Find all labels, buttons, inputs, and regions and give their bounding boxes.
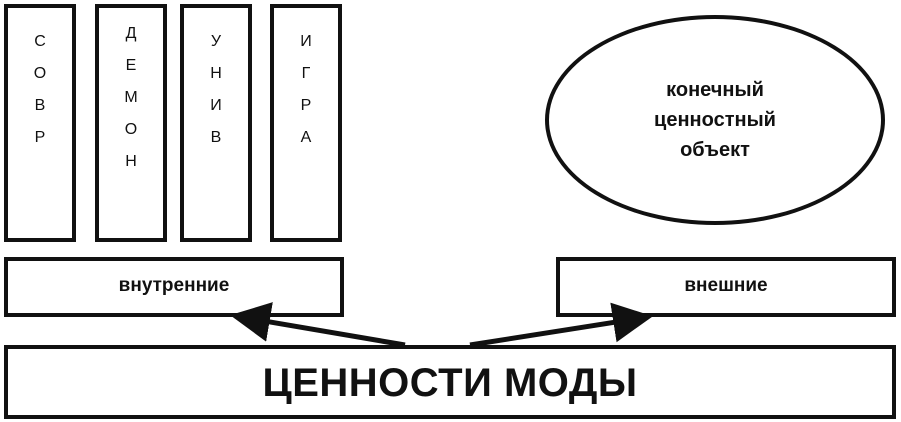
column-letter: И	[210, 97, 222, 114]
fashion-values-box: ЦЕННОСТИ МОДЫ	[4, 345, 896, 419]
column-demon: Д Е М О Н	[95, 4, 167, 242]
column-letter: В	[210, 129, 222, 146]
column-letter: Г	[301, 65, 311, 82]
external-box: внешние	[556, 257, 896, 317]
column-letter: В	[34, 97, 46, 114]
column-letter: М	[124, 89, 138, 106]
arrow-to-external	[469, 302, 653, 348]
column-letter: Е	[125, 57, 137, 74]
column-letter: С	[34, 33, 46, 50]
column-letter: Н	[125, 153, 137, 170]
internal-box-label: внутренние	[118, 275, 230, 296]
column-letter: У	[210, 33, 222, 50]
final-value-object-ellipse: конечный ценностный объект	[545, 15, 885, 225]
column-sovr: С О В Р	[4, 4, 76, 242]
arrow-to-internal	[230, 302, 406, 348]
column-letter: Р	[300, 97, 312, 114]
column-igra: И Г Р А	[270, 4, 342, 242]
column-letter: Н	[210, 65, 222, 82]
internal-box: внутренние	[4, 257, 344, 317]
column-univ: У Н И В	[180, 4, 252, 242]
fashion-values-label: ЦЕННОСТИ МОДЫ	[262, 361, 638, 405]
ellipse-line: конечный	[666, 79, 764, 101]
column-letter: О	[33, 65, 47, 82]
column-letter: О	[124, 121, 138, 138]
ellipse-line: объект	[680, 139, 750, 161]
column-letter: А	[300, 129, 312, 146]
column-letter: Д	[125, 25, 137, 42]
external-box-label: внешние	[684, 275, 768, 296]
ellipse-line: ценностный	[654, 109, 776, 131]
column-letter: Р	[34, 129, 46, 146]
column-letter: И	[300, 33, 312, 50]
